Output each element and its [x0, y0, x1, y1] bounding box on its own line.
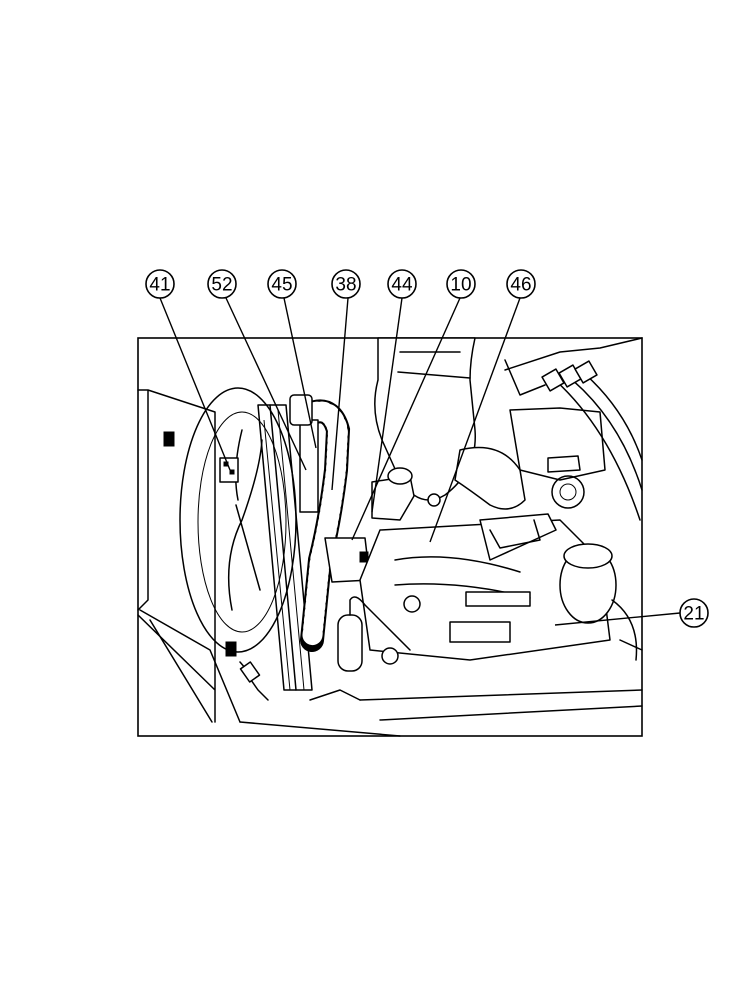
compressor-bracket — [479, 513, 557, 561]
leader-44 — [371, 297, 403, 513]
leader-21 — [554, 612, 681, 626]
callout-52: 52 — [207, 269, 237, 299]
leader-10 — [351, 297, 461, 541]
intake-tube — [374, 337, 476, 501]
leader-41 — [159, 297, 231, 471]
callout-38: 38 — [331, 269, 361, 299]
callout-44: 44 — [387, 269, 417, 299]
callout-label: 10 — [450, 275, 471, 296]
callout-label: 44 — [391, 275, 413, 296]
pulley — [551, 475, 585, 509]
callout-45: 45 — [267, 269, 297, 299]
callout-label: 41 — [149, 275, 170, 296]
firewall-edge — [504, 337, 643, 371]
callout-label: 38 — [335, 275, 356, 296]
drier-bracket — [299, 419, 319, 513]
panel-nut — [163, 431, 175, 447]
illustration — [137, 337, 643, 737]
leader-lines — [159, 297, 681, 626]
callout-41: 41 — [145, 269, 175, 299]
leader-52 — [225, 297, 307, 471]
callout-46: 46 — [506, 269, 536, 299]
engine-cover — [359, 519, 611, 661]
left-lower-edge — [139, 609, 241, 723]
callout-label: 45 — [271, 275, 292, 296]
leader-38 — [331, 297, 349, 491]
callout-21: 21 — [679, 598, 709, 628]
callout-10: 10 — [446, 269, 476, 299]
heater-hose — [611, 599, 643, 661]
callout-label: 46 — [510, 275, 531, 296]
corrugated-hose — [302, 401, 349, 650]
fan-ring — [197, 411, 287, 633]
left-panel — [137, 389, 216, 723]
fan-motor-connector — [219, 457, 239, 483]
panel-nut-lower — [225, 641, 237, 657]
upper-fitting — [289, 394, 313, 426]
leader-45 — [283, 297, 317, 449]
harness-connectors — [541, 360, 643, 521]
frame-rail — [239, 689, 643, 737]
leader-46 — [429, 297, 521, 543]
air-cleaner-elbow — [454, 446, 526, 510]
callout-label: 52 — [211, 275, 232, 296]
receiver-drier — [337, 614, 363, 672]
relay-box — [509, 407, 606, 481]
callout-label: 21 — [683, 604, 704, 625]
